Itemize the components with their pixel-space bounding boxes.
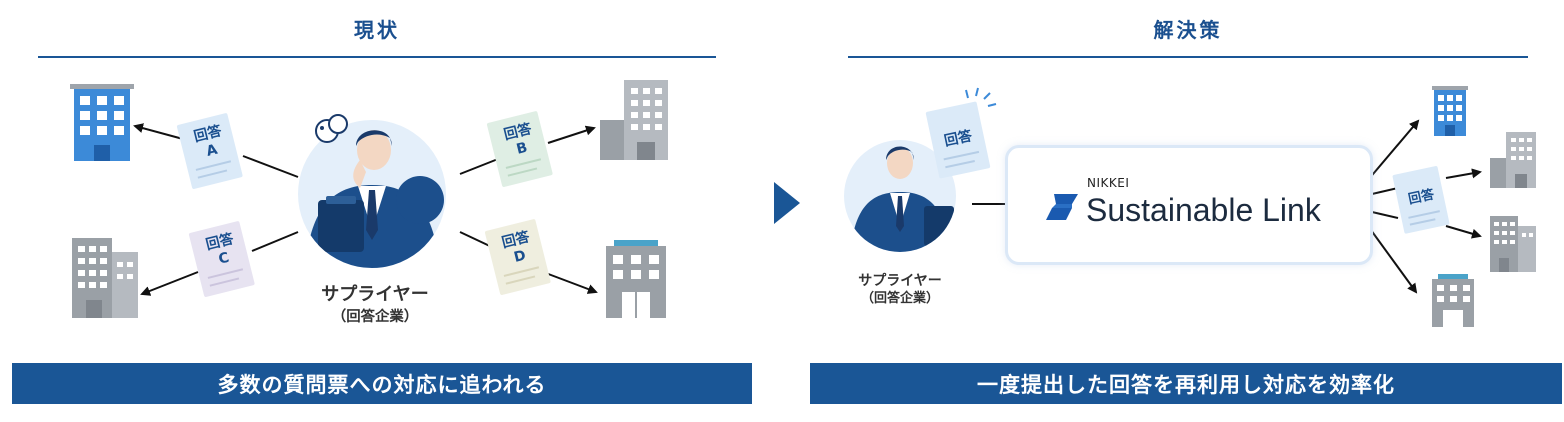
line-to-doc-c <box>251 231 299 252</box>
document-icon <box>925 101 991 179</box>
building-icon <box>1490 216 1536 272</box>
sustainable-link-logo-icon <box>1046 194 1078 220</box>
building-icon <box>1432 274 1474 327</box>
sparkle-icon <box>965 87 997 107</box>
sustainable-link-card: NIKKEI Sustainable Link <box>1005 145 1373 265</box>
brand-main-text: Sustainable Link <box>1086 192 1321 228</box>
arrow-fanout-3 <box>1445 225 1482 239</box>
businessman-icon <box>844 140 956 252</box>
left-banner: 多数の質問票への対応に追われる <box>12 363 752 404</box>
building-icon <box>70 84 134 161</box>
document-icon <box>176 113 243 189</box>
arrow-fanout-4 <box>1367 225 1418 294</box>
document-icon <box>486 111 553 187</box>
businessman-icon <box>298 120 446 268</box>
line-to-doc-b <box>459 158 499 175</box>
left-supplier-label: サプライヤー （回答企業） <box>321 284 429 325</box>
arrow-to-building-c <box>140 271 199 296</box>
building-icon <box>600 80 668 160</box>
arrow-fanout-2 <box>1445 168 1482 179</box>
arrow-fanout-1 <box>1367 119 1420 181</box>
left-section-title: 現状 <box>354 18 400 42</box>
speech-bubble-icon <box>315 114 348 143</box>
arrow-to-building-d <box>542 271 598 294</box>
right-supplier-label: サプライヤー （回答企業） <box>858 273 942 306</box>
play-arrow-icon <box>774 182 800 224</box>
building-icon <box>1490 132 1536 188</box>
line-fanout-2a <box>1371 187 1399 195</box>
building-icon <box>606 240 666 318</box>
arrow-to-building-a <box>133 123 184 140</box>
document-icon <box>188 221 255 297</box>
line-fanout-3a <box>1371 211 1399 219</box>
right-banner: 一度提出した回答を再利用し対応を効率化 <box>810 363 1562 404</box>
building-icon <box>72 238 138 318</box>
left-title-rule <box>38 56 716 58</box>
line-to-doc-a <box>242 155 299 178</box>
right-section-title: 解決策 <box>1153 18 1223 42</box>
document-icon <box>1392 166 1450 234</box>
brand-small-text: NIKKEI <box>1087 176 1130 190</box>
right-title-rule <box>848 56 1528 58</box>
arrow-to-building-b <box>547 125 596 144</box>
document-icon <box>484 219 551 295</box>
building-icon <box>1432 86 1468 136</box>
